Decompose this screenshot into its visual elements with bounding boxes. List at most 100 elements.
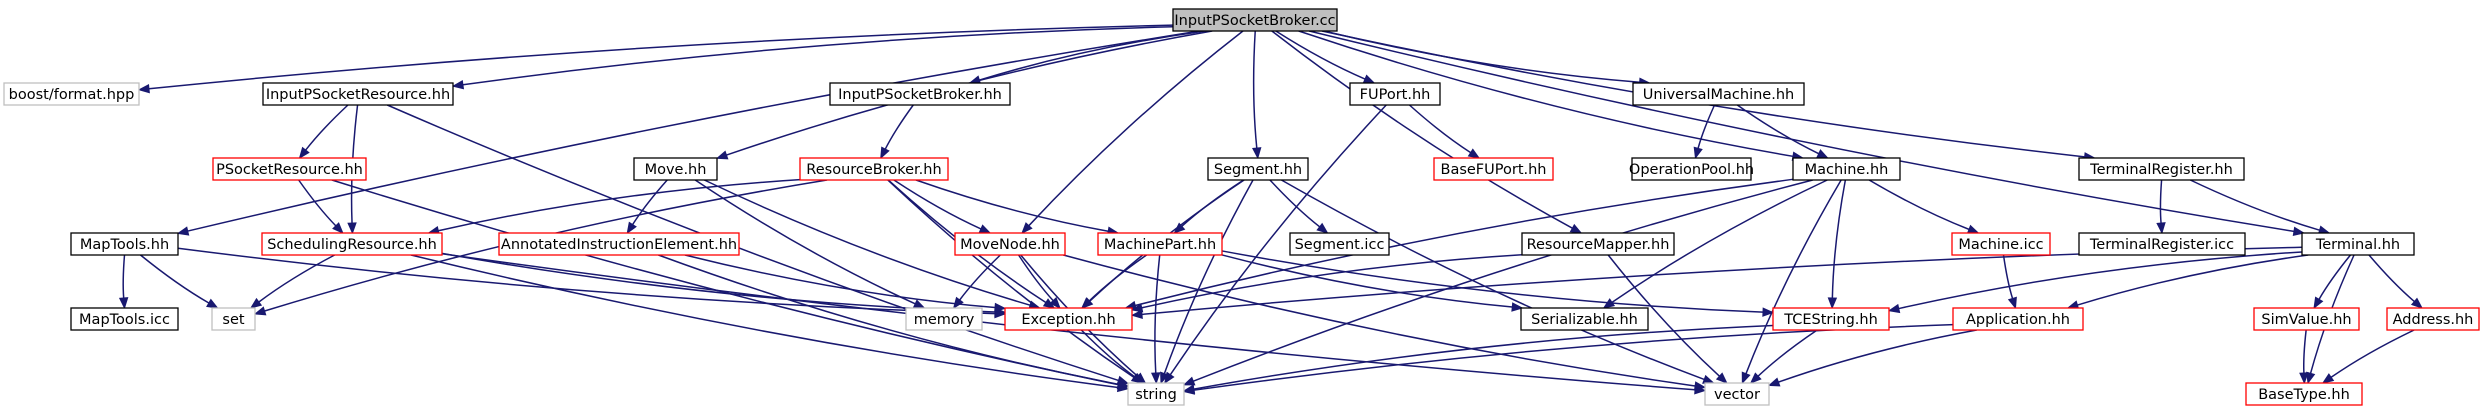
node-terminalregister-icc[interactable]: TerminalRegister.icc xyxy=(2078,232,2246,256)
node-fuport-hh[interactable]: FUPort.hh xyxy=(1349,82,1441,106)
node-maptools-icc[interactable]: MapTools.icc xyxy=(70,307,179,331)
node-schedulingresource-hh[interactable]: SchedulingResource.hh xyxy=(261,232,443,256)
edge-arrowhead xyxy=(1511,302,1524,312)
node-movenode-hh[interactable]: MoveNode.hh xyxy=(954,232,1066,256)
edge-root-to-inputpsocketresource_hh xyxy=(451,26,1174,90)
node-label: BaseType.hh xyxy=(2258,387,2350,403)
edge-arrowhead xyxy=(2321,373,2335,384)
edge-psocketresource_hh-to-schedulingresource_hh xyxy=(298,179,344,234)
edge-fuport_hh-to-string xyxy=(1164,104,1387,385)
node-box xyxy=(905,307,983,331)
node-string: string xyxy=(1127,382,1185,406)
node-inputpsocketresource-hh[interactable]: InputPSocketResource.hh xyxy=(262,82,454,106)
edge-line xyxy=(1135,178,1794,307)
edge-line xyxy=(1611,179,1828,303)
node-label: ResourceBroker.hh xyxy=(806,162,941,178)
edge-root-to-segment_hh xyxy=(1252,30,1262,160)
node-machine-icc[interactable]: Machine.icc xyxy=(1951,232,2051,256)
node-root[interactable]: InputPSocketBroker.cc xyxy=(1172,8,1338,32)
edge-line xyxy=(1408,104,1472,154)
edge-arrowhead xyxy=(1749,372,1762,384)
node-universalmachine-hh[interactable]: UniversalMachine.hh xyxy=(1632,82,1805,106)
node-segment-hh[interactable]: Segment.hh xyxy=(1207,157,1309,181)
node-vector: vector xyxy=(1704,382,1770,406)
edge-resourcemapper_hh-to-vector xyxy=(1607,254,1728,384)
edge-arrowhead xyxy=(952,296,964,310)
edge-tcestring_hh-to-vector xyxy=(1749,329,1818,384)
node-address-hh[interactable]: Address.hh xyxy=(2386,307,2480,331)
node-machinepart-hh[interactable]: MachinePart.hh xyxy=(1097,232,1223,256)
node-box xyxy=(2301,232,2415,256)
node-resourcemapper-hh[interactable]: ResourceMapper.hh xyxy=(1521,232,1675,256)
node-label: Segment.icc xyxy=(1295,237,1385,253)
node-terminalregister-hh[interactable]: TerminalRegister.hh xyxy=(2078,157,2245,181)
node-basetype-hh[interactable]: BaseType.hh xyxy=(2245,382,2363,406)
node-box xyxy=(1097,232,1223,256)
node-maptools-hh[interactable]: MapTools.hh xyxy=(70,232,179,256)
node-label: TerminalRegister.hh xyxy=(2089,162,2233,178)
graph-nodes: InputPSocketBroker.ccboost/format.hppMap… xyxy=(3,8,2480,406)
node-label: InputPSocketBroker.cc xyxy=(1174,13,1335,29)
node-resourcebroker-hh[interactable]: ResourceBroker.hh xyxy=(799,157,949,181)
edge-line xyxy=(1607,254,1720,377)
node-label: ResourceMapper.hh xyxy=(1527,237,1670,253)
edge-line xyxy=(187,30,1200,232)
node-box xyxy=(1520,307,1649,331)
node-inputpsocketbroker-hh[interactable]: InputPSocketBroker.hh xyxy=(829,82,1011,106)
node-exception-hh[interactable]: Exception.hh xyxy=(1004,307,1133,331)
edge-tcestring_hh-to-string xyxy=(1182,324,1774,394)
edge-arrowhead xyxy=(347,222,357,235)
edge-arrowhead xyxy=(2313,296,2324,310)
node-label: Terminal.hh xyxy=(2315,237,2400,253)
edge-arrowhead xyxy=(2299,372,2309,385)
node-label: OperationPool.hh xyxy=(1629,162,1754,178)
edge-schedulingresource_hh-to-set xyxy=(249,254,335,309)
node-label: Address.hh xyxy=(2393,312,2474,328)
edge-line xyxy=(1778,329,1977,383)
edge-line xyxy=(1831,179,1847,299)
edge-terminal_hh-to-tcestring_hh xyxy=(1887,251,2303,314)
node-box xyxy=(1127,382,1185,406)
node-machine-hh[interactable]: Machine.hh xyxy=(1792,157,1901,181)
node-psocketresource-hh[interactable]: PSocketResource.hh xyxy=(212,157,367,181)
edge-line xyxy=(148,24,1174,90)
edge-inputpsocketbroker_hh-to-resourcebroker_hh xyxy=(880,104,914,160)
node-label: Machine.icc xyxy=(1958,237,2043,253)
node-move-hh[interactable]: Move.hh xyxy=(633,157,718,181)
edge-line xyxy=(1141,254,1523,309)
edge-arrowhead xyxy=(912,299,926,309)
edge-arrowhead xyxy=(1827,297,1838,310)
edge-arrowhead xyxy=(451,80,465,90)
edge-line xyxy=(410,254,1119,389)
node-tcestring-hh[interactable]: TCEString.hh xyxy=(1772,307,1890,331)
node-label: BaseFUPort.hh xyxy=(1441,162,1547,178)
edge-arrowhead xyxy=(2410,297,2424,309)
node-application-hh[interactable]: Application.hh xyxy=(1952,307,2084,331)
node-segment-icc[interactable]: Segment.icc xyxy=(1289,232,1390,256)
edge-line xyxy=(893,179,982,230)
edge-machinepart_hh-to-string xyxy=(1151,254,1161,385)
node-box xyxy=(1632,82,1805,106)
edge-arrowhead xyxy=(1116,379,1130,389)
node-basefuport-hh[interactable]: BaseFUPort.hh xyxy=(1433,157,1554,181)
edge-line xyxy=(1898,251,2303,310)
edge-line xyxy=(1193,324,1774,390)
edge-address_hh-to-basetype_hh xyxy=(2321,329,2415,384)
edge-line xyxy=(1736,104,1820,155)
node-terminal-hh[interactable]: Terminal.hh xyxy=(2301,232,2415,256)
edge-arrowhead xyxy=(1762,307,1775,317)
edge-resourcebroker_hh-to-machinepart_hh xyxy=(915,179,1120,236)
node-annotatedinstructionelement-hh[interactable]: AnnotatedInstructionElement.hh xyxy=(498,232,740,256)
edge-arrowhead xyxy=(137,84,150,94)
edge-line xyxy=(979,30,1206,81)
node-simvalue-hh[interactable]: SimValue.hh xyxy=(2253,307,2360,331)
edge-line xyxy=(2318,254,2352,300)
edge-line xyxy=(2189,179,2320,231)
edge-arrowhead xyxy=(2306,371,2316,385)
edge-arrowhead xyxy=(1021,222,1033,234)
node-label: Machine.hh xyxy=(1805,162,1889,178)
node-operationpool-hh[interactable]: OperationPool.hh xyxy=(1629,157,1754,181)
edge-arrowhead xyxy=(1252,147,1262,160)
node-serializable-hh[interactable]: Serializable.hh xyxy=(1520,307,1649,331)
